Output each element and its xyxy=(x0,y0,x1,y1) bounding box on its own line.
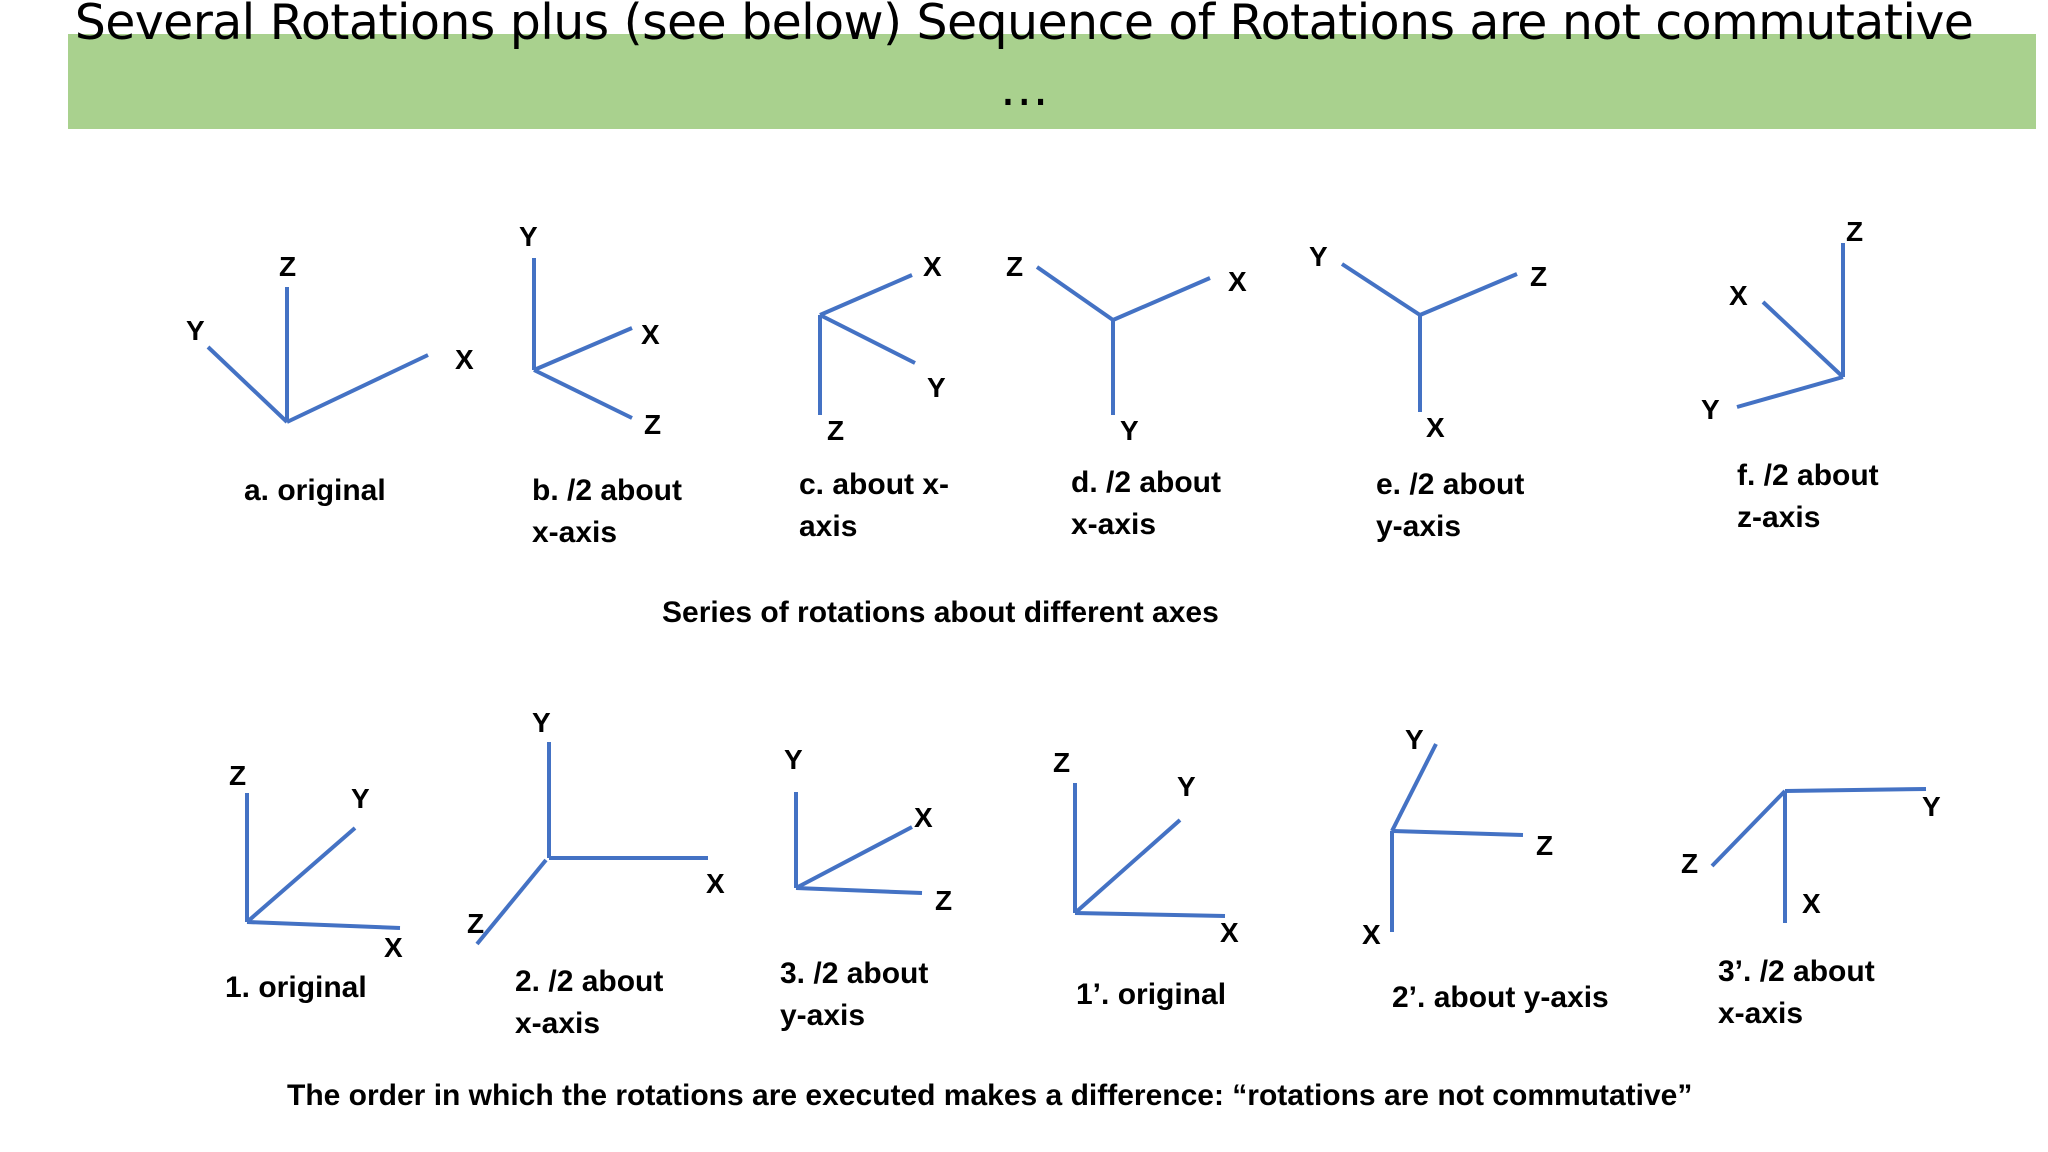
axis-label-z: Z xyxy=(1681,848,1698,879)
caption-d-line2: x-axis xyxy=(1071,508,1156,541)
caption-1-line1: 1. original xyxy=(225,971,367,1004)
diagram-1: Z Y X 1. original xyxy=(225,760,403,1004)
axis-label-y: Y xyxy=(1701,394,1720,425)
caption-a-line1: a. original xyxy=(244,474,386,507)
axis-label-x: X xyxy=(1426,412,1445,443)
axis-z xyxy=(1419,272,1518,317)
axis-label-z: Z xyxy=(1006,251,1023,282)
caption-d-line1: d. /2 about xyxy=(1071,466,1221,499)
diagram-1-prime: Z Y X 1’. original xyxy=(1053,747,1239,1011)
axis-z xyxy=(1710,789,1787,868)
caption-b-line2: x-axis xyxy=(532,516,617,549)
axis-x xyxy=(795,825,913,890)
diagram-3: Y X Z 3. /2 about y-axis xyxy=(780,744,952,1032)
axis-label-y: Y xyxy=(1922,791,1941,822)
caption-f-line1: f. /2 about xyxy=(1737,459,1879,492)
axis-label-y: Y xyxy=(784,744,803,775)
caption-f-line2: z-axis xyxy=(1737,501,1820,534)
axis-label-z: Z xyxy=(827,415,844,446)
axis-z xyxy=(475,858,548,946)
axis-label-x: X xyxy=(641,319,660,350)
title-band xyxy=(68,34,2036,129)
axis-x xyxy=(819,273,913,317)
slide-title: Several Rotations plus (see below) Seque… xyxy=(0,0,2048,122)
axis-label-z: Z xyxy=(935,885,952,916)
axis-y xyxy=(1340,262,1422,317)
axis-label-z: Z xyxy=(467,908,484,939)
diagram-b: Y X Z b. /2 about x-axis xyxy=(519,221,682,549)
axis-y xyxy=(245,826,357,924)
axis-x xyxy=(1074,911,1226,918)
axis-label-y: Y xyxy=(532,707,551,738)
axis-label-y: Y xyxy=(186,315,205,346)
axis-label-y: Y xyxy=(1405,724,1424,755)
caption-c-line2: axis xyxy=(799,510,857,543)
axis-y xyxy=(819,313,916,365)
axis-x xyxy=(286,353,429,424)
diagram-c: X Y Z c. about x- axis xyxy=(799,251,949,543)
axis-label-y: Y xyxy=(1120,415,1139,446)
axis-label-x: X xyxy=(384,932,403,963)
caption-3-line2: y-axis xyxy=(780,999,865,1032)
axis-label-z: Z xyxy=(279,251,296,282)
axis-label-x: X xyxy=(706,868,725,899)
axis-label-x: X xyxy=(1228,266,1247,297)
axis-z xyxy=(1035,265,1115,322)
axis-label-x: X xyxy=(914,802,933,833)
caption-1p-line1: 1’. original xyxy=(1076,978,1226,1011)
axis-label-z: Z xyxy=(229,760,246,791)
axis-x xyxy=(246,920,401,930)
axis-z xyxy=(795,886,923,895)
axis-label-y: Y xyxy=(519,221,538,252)
axis-y xyxy=(1784,787,1927,793)
axis-label-x: X xyxy=(455,344,474,375)
axis-y xyxy=(1390,743,1438,832)
caption-2-line2: x-axis xyxy=(515,1007,600,1040)
axis-x xyxy=(533,326,633,372)
axis-z xyxy=(1391,829,1524,837)
caption-e-line2: y-axis xyxy=(1376,510,1461,543)
diagram-e: Y Z X e. /2 about y-axis xyxy=(1309,241,1547,543)
axis-label-z: Z xyxy=(644,409,661,440)
axis-label-y: Y xyxy=(1309,241,1328,272)
row2-caption: The order in which the rotations are exe… xyxy=(287,1079,1692,1112)
caption-2p-line1: 2’. about y-axis xyxy=(1392,981,1609,1014)
diagram-d: Z X Y d. /2 about x-axis xyxy=(1006,251,1247,541)
axis-y xyxy=(1736,375,1844,409)
axis-label-z: Z xyxy=(1536,830,1553,861)
caption-3p-line2: x-axis xyxy=(1718,997,1803,1030)
diagram-2-prime: Y Z X 2’. about y-axis xyxy=(1362,724,1609,1014)
diagram-a: Z Y X a. original xyxy=(186,251,474,507)
row1-caption: Series of rotations about different axes xyxy=(662,596,1219,629)
diagram-3-prime: Y X Z 3’. /2 about x-axis xyxy=(1681,787,1941,1030)
axis-x xyxy=(1761,300,1845,379)
slide-title-line1: Several Rotations plus (see below) Seque… xyxy=(74,0,1974,51)
diagram-2: Y X Z 2. /2 about x-axis xyxy=(467,707,725,1040)
axis-label-x: X xyxy=(1220,917,1239,948)
axis-z xyxy=(533,368,633,420)
caption-3-line1: 3. /2 about xyxy=(780,957,928,990)
diagram-f: Z X Y f. /2 about z-axis xyxy=(1701,216,1879,534)
axis-label-y: Y xyxy=(927,372,946,403)
axis-y xyxy=(206,345,289,424)
caption-b-line1: b. /2 about xyxy=(532,474,682,507)
caption-2-line1: 2. /2 about xyxy=(515,965,663,998)
axis-label-z: Z xyxy=(1530,261,1547,292)
axis-label-x: X xyxy=(1729,280,1748,311)
axis-label-x: X xyxy=(1362,919,1381,950)
caption-3p-line1: 3’. /2 about xyxy=(1718,955,1875,988)
axis-label-x: X xyxy=(923,251,942,282)
axis-label-z: Z xyxy=(1053,747,1070,778)
caption-c-line1: c. about x- xyxy=(799,468,949,501)
axis-label-y: Y xyxy=(351,783,370,814)
axis-x xyxy=(1112,276,1211,322)
slide-title-line2: … xyxy=(999,60,1049,117)
axis-y xyxy=(1073,818,1182,915)
axis-label-z: Z xyxy=(1846,216,1863,247)
caption-e-line1: e. /2 about xyxy=(1376,468,1524,501)
axis-label-y: Y xyxy=(1177,771,1196,802)
axis-label-x: X xyxy=(1802,888,1821,919)
